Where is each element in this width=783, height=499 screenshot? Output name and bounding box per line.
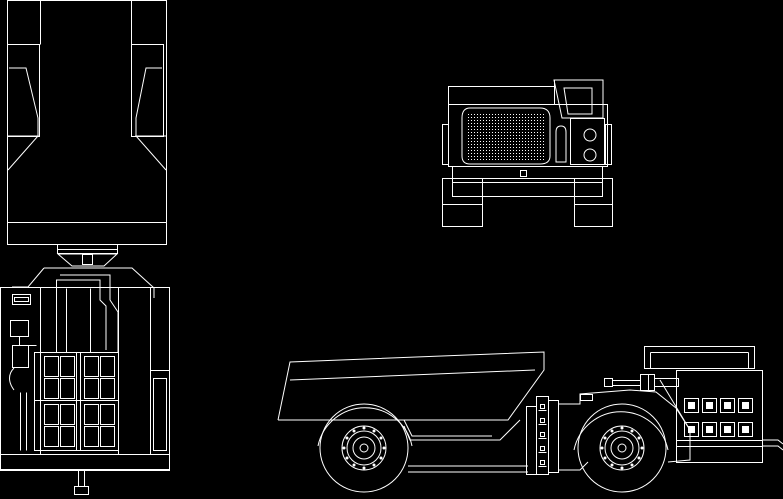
front-view-canopy <box>553 79 604 119</box>
side-view-rear-wheel <box>317 403 413 493</box>
front-wheel-bolt-ring <box>600 426 644 470</box>
side-view-front-wheel <box>573 403 669 493</box>
side-view-engine-intake <box>604 374 679 391</box>
side-view-dump-bed <box>277 351 545 441</box>
front-view-wheels <box>442 178 613 227</box>
front-view <box>442 79 613 227</box>
rear-wheel-bolt-ring <box>342 426 386 470</box>
top-view <box>0 0 170 495</box>
side-view-articulation-joint <box>526 396 559 475</box>
side-view-canopy <box>644 346 755 369</box>
side-view-control-panel <box>684 398 753 437</box>
top-view-tractor-unit <box>0 267 170 495</box>
front-view-body <box>442 86 612 197</box>
top-view-articulation-joint <box>56 244 119 267</box>
side-view-chassis <box>408 465 528 473</box>
front-view-side-panel <box>555 118 605 165</box>
top-view-dump-bed <box>7 0 167 245</box>
side-view-tractor-unit <box>558 370 783 471</box>
front-view-radiator-grille <box>461 107 551 165</box>
side-view <box>277 346 783 493</box>
